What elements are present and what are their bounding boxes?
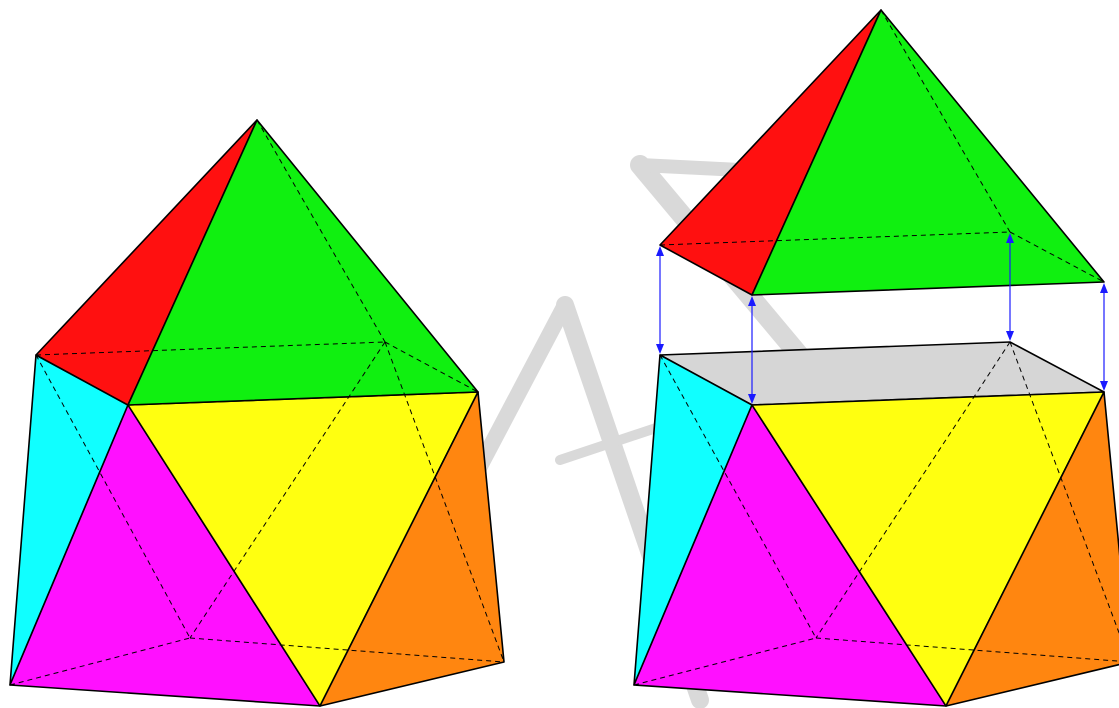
right-hidden-edges <box>633 9 1119 686</box>
right-polyhedron <box>633 9 1119 707</box>
green-face <box>751 9 1105 296</box>
separation-arrows <box>656 233 1108 404</box>
left-hidden-edges <box>9 119 505 686</box>
green-face <box>127 119 479 406</box>
orange-face <box>945 391 1119 707</box>
orange-face <box>319 391 505 707</box>
left-polyhedron <box>9 119 505 707</box>
